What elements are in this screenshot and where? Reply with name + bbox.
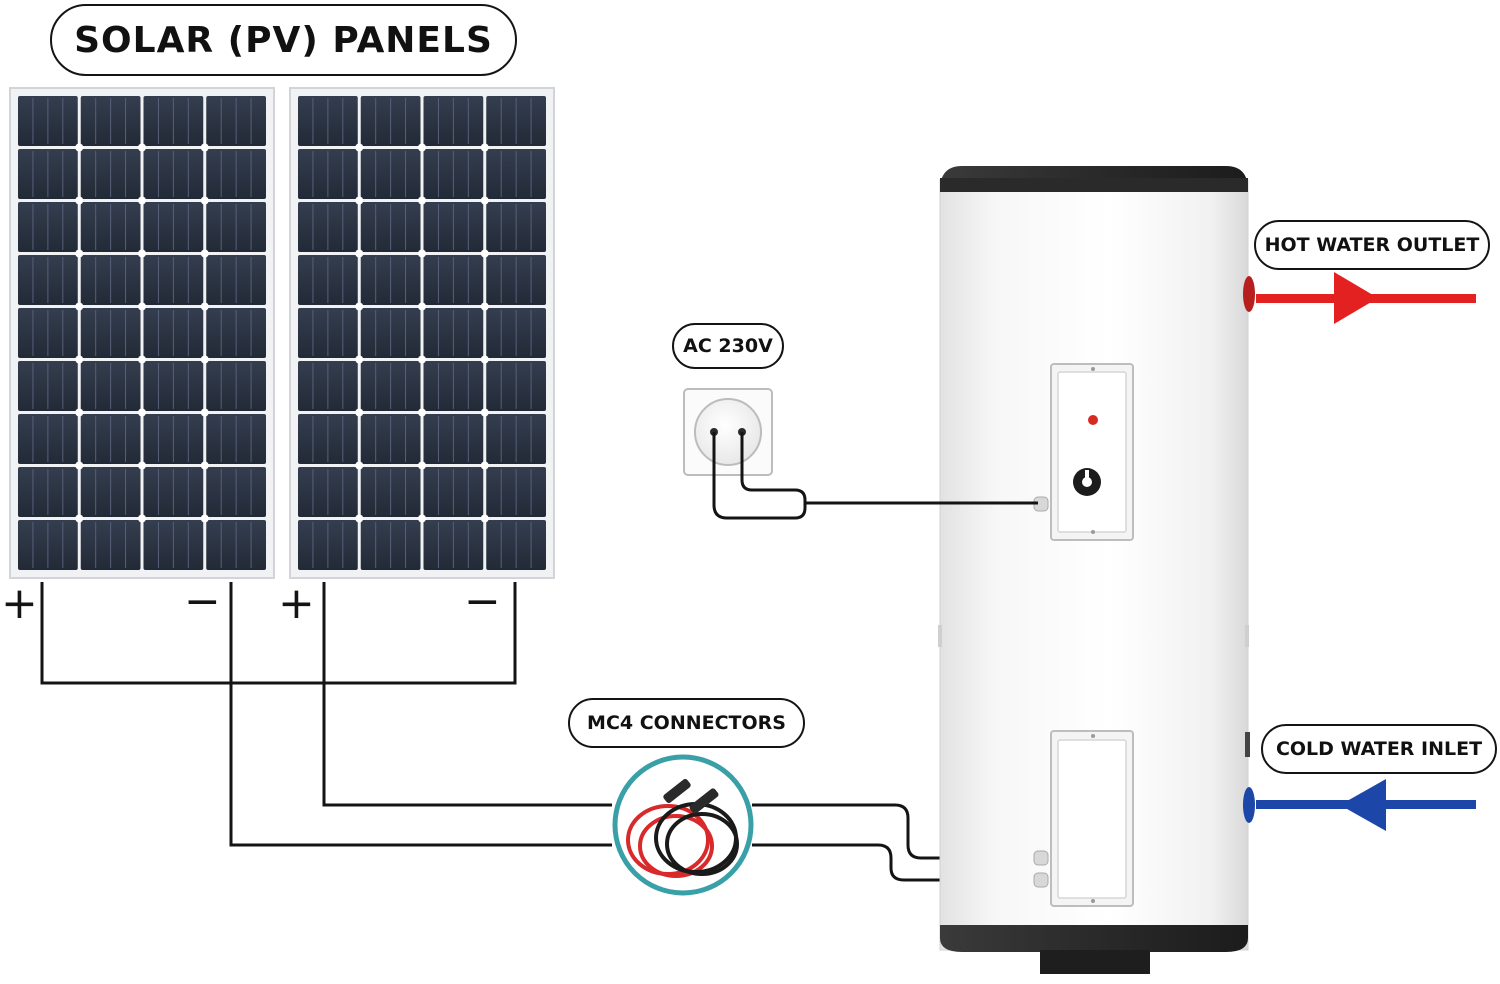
panel-wiring <box>40 582 612 847</box>
solar-panel-1 <box>9 87 275 579</box>
mc4-connectors-label: MC4 CONNECTORS <box>568 698 805 748</box>
solar-panels <box>9 87 555 579</box>
cold-water-inlet-arrow <box>1256 779 1476 831</box>
parallel-wire-positive <box>40 582 517 685</box>
indicator-light <box>1088 415 1098 425</box>
cold-water-inlet-label: COLD WATER INLET <box>1261 724 1497 774</box>
solar-panel-2 <box>289 87 555 579</box>
thermostat-control-box <box>1033 363 1134 541</box>
hot-water-outlet-arrow <box>1256 272 1476 324</box>
hot-water-outlet-label: HOT WATER OUTLET <box>1254 220 1490 270</box>
hot-outlet-fitting <box>1243 276 1255 312</box>
ac-wall-socket <box>683 388 773 476</box>
ac-power-cable <box>712 432 1038 520</box>
panel2-plus-terminal: + <box>278 578 315 629</box>
heating-element-box <box>1033 730 1134 907</box>
mc4-connectors-illustration <box>612 754 754 896</box>
wire-plus-to-mc4 <box>322 582 612 807</box>
panel1-plus-terminal: + <box>1 578 38 629</box>
cold-inlet-fitting <box>1243 787 1255 823</box>
wire-upper <box>752 803 1040 860</box>
wire-lower <box>752 843 1040 882</box>
solar-panels-label: SOLAR (PV) PANELS <box>50 4 517 76</box>
panel2-minus-terminal: − <box>464 576 501 627</box>
terminal-symbols: + − + − <box>1 576 501 629</box>
panel1-minus-terminal: − <box>184 576 221 627</box>
mc4-to-tank-wiring <box>752 803 1040 882</box>
ac-supply-label: AC 230V <box>672 323 784 369</box>
wire-minus-to-mc4 <box>229 582 612 847</box>
